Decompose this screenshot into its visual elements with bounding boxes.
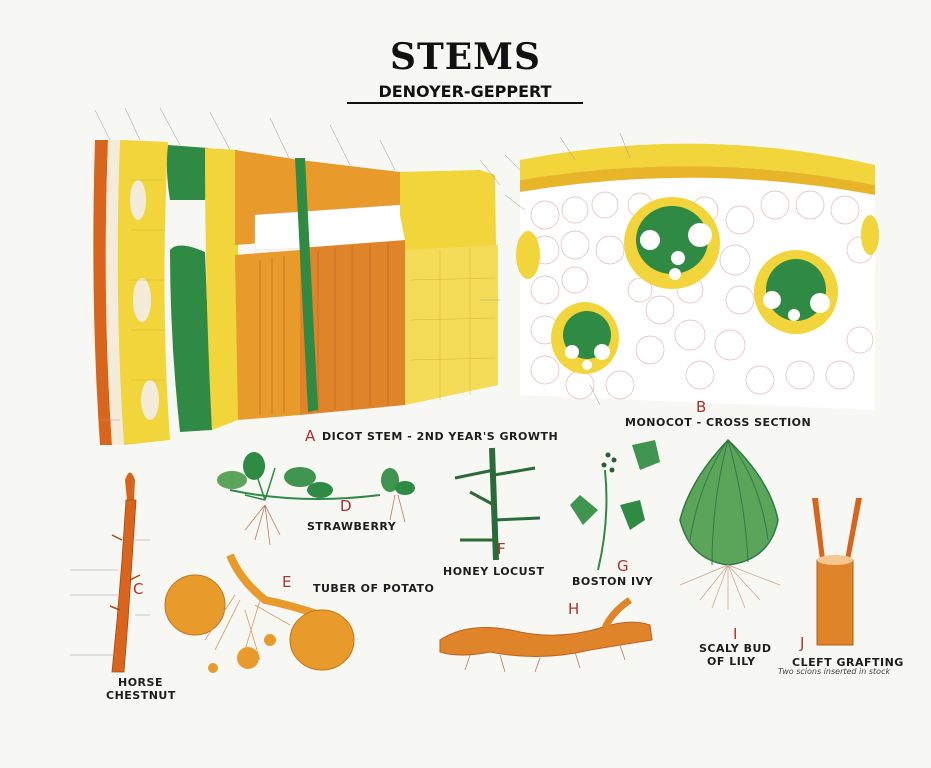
potato-tuber [164, 553, 355, 673]
monocot-section-diagram [504, 132, 879, 410]
panel-f-letter: F [497, 540, 506, 558]
horse-chestnut-twig [70, 472, 150, 673]
dicot-stem-diagram [93, 107, 501, 445]
vascular-bundles [516, 197, 879, 374]
panel-h-letter: H [568, 600, 580, 618]
panel-c-label-1: HORSE [118, 676, 163, 689]
strawberry-runner [217, 452, 415, 546]
poster-title: STEMS [389, 36, 542, 78]
panel-g-label: BOSTON IVY [572, 575, 654, 588]
cleft-graft [812, 498, 862, 646]
panel-f-label: HONEY LOCUST [443, 565, 545, 578]
rhizome [439, 597, 653, 673]
panel-e-letter: E [282, 573, 292, 591]
panel-e-label: TUBER OF POTATO [313, 582, 435, 595]
panel-c-label-2: CHESTNUT [106, 689, 176, 702]
panel-c-letter: C [133, 580, 144, 598]
panel-i-label-1: SCALY BUD [699, 642, 772, 655]
panel-d-label: STRAWBERRY [307, 520, 397, 533]
boston-ivy-vine [570, 440, 660, 571]
panel-j-letter: J [800, 634, 805, 652]
honey-locust-thorn [454, 447, 541, 561]
panel-b-label: MONOCOT - CROSS SECTION [625, 416, 812, 429]
panel-b-letter: B [696, 398, 707, 416]
panel-a-label: DICOT STEM - 2ND YEAR'S GROWTH [322, 430, 559, 443]
panel-g-letter: G [617, 557, 629, 575]
poster-subtitle: DENOYER-GEPPERT [347, 82, 583, 104]
panel-i-label-2: OF LILY [707, 655, 756, 668]
panel-j-label: CLEFT GRAFTING [792, 656, 904, 669]
panel-d-letter: D [340, 497, 352, 515]
panel-a-letter: A [305, 427, 316, 445]
panel-i-letter: I [733, 625, 738, 643]
panel-j-note: Two scions inserted in stock [778, 667, 891, 676]
lily-bud [679, 438, 781, 610]
